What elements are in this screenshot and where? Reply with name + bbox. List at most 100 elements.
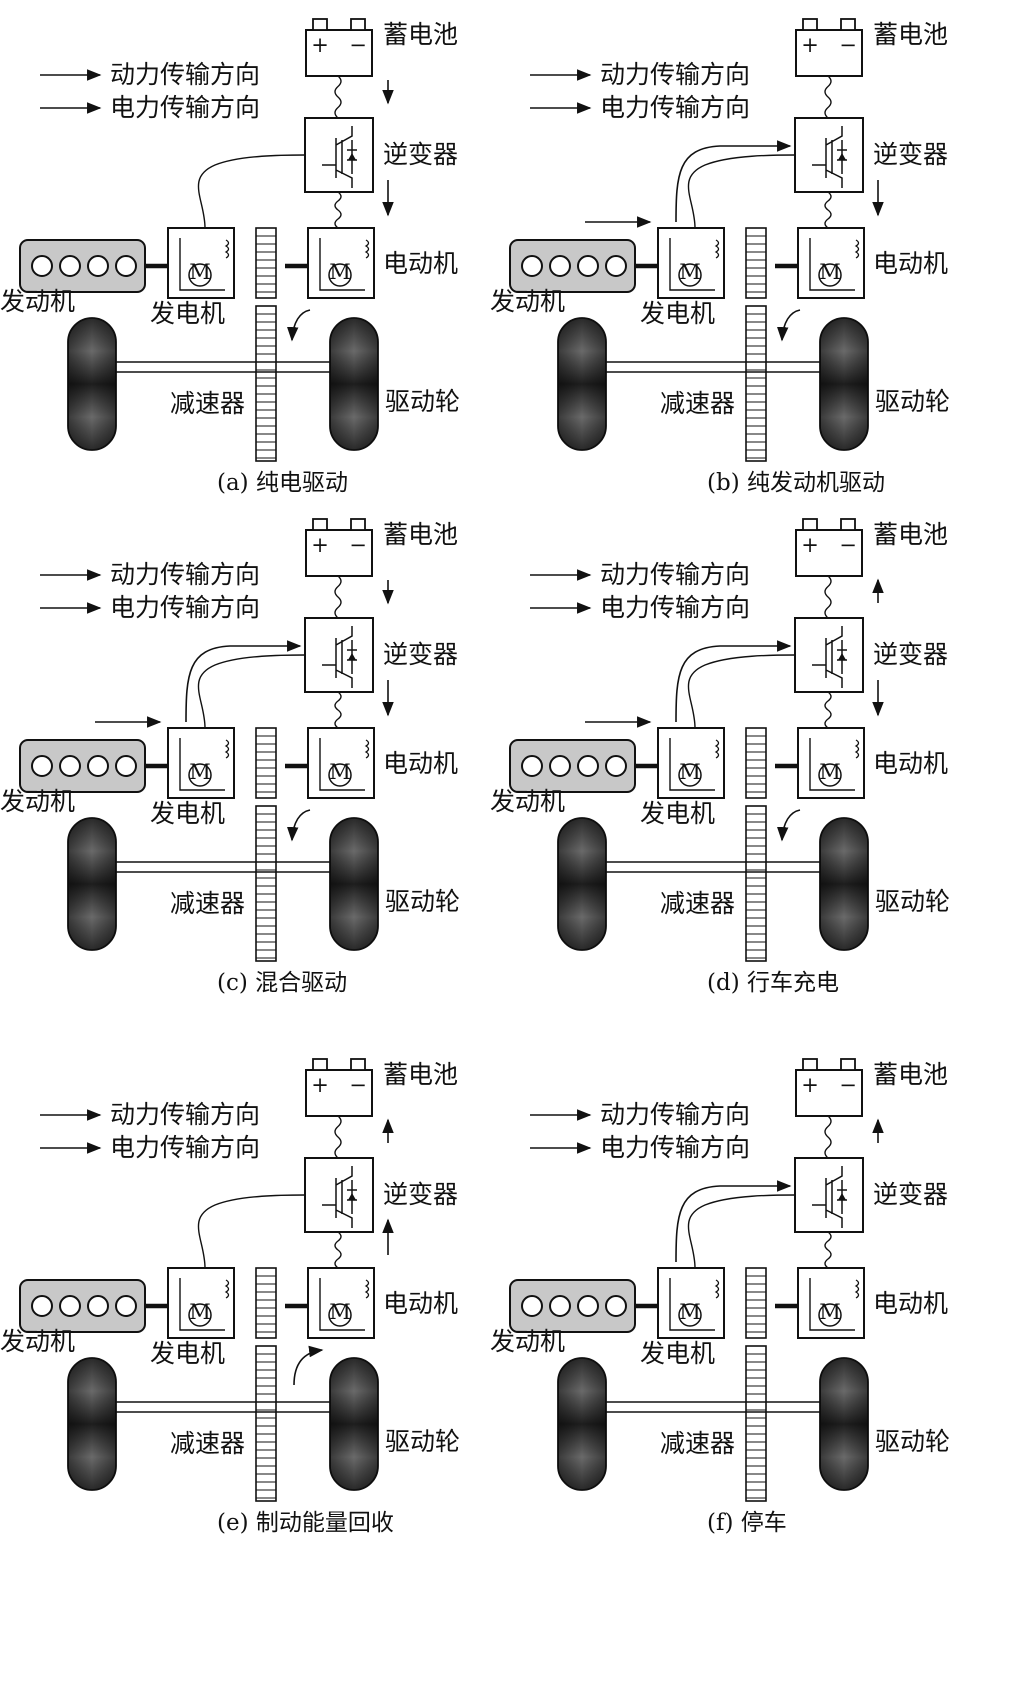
legend-power-label: 动力传输方向 (600, 1100, 750, 1129)
battery-plus-sign: + (801, 33, 819, 57)
reducer-lower-gear (745, 1345, 767, 1502)
generator-box (657, 727, 725, 799)
motor-frame (809, 738, 855, 791)
generator-inverter-cable (197, 654, 306, 729)
motor-label: 电动机 (383, 249, 458, 278)
battery-plus-sign: + (311, 33, 329, 57)
battery-label: 蓄电池 (383, 20, 458, 49)
motor-frame (809, 238, 855, 291)
inverter-box (304, 1157, 374, 1233)
wheel-label: 驱动轮 (875, 1427, 950, 1456)
battery-plus-sign: + (801, 1073, 819, 1097)
generator-coil-icon (714, 1279, 720, 1299)
battery-terminal-negative (350, 18, 366, 31)
generator-motor-icon (678, 1303, 702, 1327)
cylinder-icon (549, 1295, 571, 1317)
motor-coil-icon (364, 239, 370, 259)
battery-terminal-negative (840, 18, 856, 31)
generator-coil-icon (224, 739, 230, 759)
battery-box (305, 1069, 373, 1117)
motor-m-glyph: M (329, 260, 351, 284)
motor-icon (818, 763, 842, 787)
generator-m-glyph: M (679, 1300, 701, 1324)
generator-coil-icon (224, 1279, 230, 1299)
generator: M (167, 1267, 235, 1339)
reducer-label: 减速器 (170, 889, 245, 918)
motor-icon (818, 1303, 842, 1327)
generator-m-glyph: M (679, 260, 701, 284)
battery-minus-sign: − (839, 33, 857, 57)
reducer-label: 减速器 (660, 389, 735, 418)
battery-label: 蓄电池 (383, 1060, 458, 1089)
cylinder-icon (605, 755, 627, 777)
generator-inverter-cable (687, 1194, 796, 1269)
reducer-upper-gear (745, 227, 767, 299)
reducer (745, 1267, 767, 1502)
battery-inverter-cable (334, 1115, 342, 1159)
battery-terminal-negative (840, 1058, 856, 1071)
engine-label: 发动机 (490, 287, 565, 316)
generator-inverter-cable (197, 1194, 306, 1269)
reducer (255, 227, 277, 462)
motor-coil-icon (364, 739, 370, 759)
battery-box (305, 29, 373, 77)
engine (509, 739, 636, 793)
generator-motor-icon (188, 263, 212, 287)
legend-electric-label: 电力传输方向 (600, 1133, 750, 1162)
generator: M (167, 227, 235, 299)
cylinder-icon (31, 1295, 53, 1317)
motor-icon (328, 263, 352, 287)
reducer (745, 727, 767, 962)
generator-coil-icon (714, 739, 720, 759)
generator-inverter-cable (687, 154, 796, 229)
battery-inverter-cable (824, 1115, 832, 1159)
legend-power-label: 动力传输方向 (110, 1100, 260, 1129)
legend-electric-label: 电力传输方向 (110, 593, 260, 622)
cylinder-icon (521, 255, 543, 277)
motor-coil-icon (854, 1279, 860, 1299)
cylinder-icon (87, 255, 109, 277)
battery: +− (795, 18, 863, 77)
battery-terminal-negative (350, 1058, 366, 1071)
generator-electric-arrow (675, 640, 792, 723)
generator-motor-icon (188, 1303, 212, 1327)
inverter (304, 1157, 374, 1233)
generator-label: 发电机 (640, 299, 715, 328)
generator: M (657, 1267, 725, 1339)
generator-label: 发电机 (150, 799, 225, 828)
motor-coil-icon (854, 739, 860, 759)
battery-minus-sign: − (349, 1073, 367, 1097)
generator: M (167, 727, 235, 799)
generator-frame (179, 738, 225, 791)
generator-electric-arrow (675, 1180, 792, 1263)
diode-icon (348, 1193, 356, 1200)
diode-icon (838, 1193, 846, 1200)
inverter-motor-cable (334, 691, 342, 729)
engine-label: 发动机 (0, 287, 75, 316)
reducer-lower-gear (745, 805, 767, 962)
motor-coil-icon (364, 1279, 370, 1299)
battery-box (795, 1069, 863, 1117)
cylinder-icon (115, 1295, 137, 1317)
motor-frame (809, 1278, 855, 1331)
generator-label: 发电机 (640, 799, 715, 828)
motor-m-glyph: M (819, 260, 841, 284)
cylinder-icon (31, 755, 53, 777)
cylinder-icon (59, 755, 81, 777)
generator-inverter-cable (687, 654, 796, 729)
generator-frame (669, 238, 715, 291)
legend-power-label: 动力传输方向 (110, 560, 260, 589)
motor-coil-icon (854, 239, 860, 259)
left-wheel-shade (558, 818, 606, 950)
cylinder-icon (59, 255, 81, 277)
left-wheel-shade (68, 318, 116, 450)
generator-inverter-cable (197, 154, 306, 229)
panel-caption: (d) 行车充电 (707, 970, 839, 996)
inverter-label: 逆变器 (873, 640, 948, 669)
motor-label: 电动机 (873, 249, 948, 278)
inverter-box (794, 1157, 864, 1233)
reducer-lower-gear (255, 305, 277, 462)
